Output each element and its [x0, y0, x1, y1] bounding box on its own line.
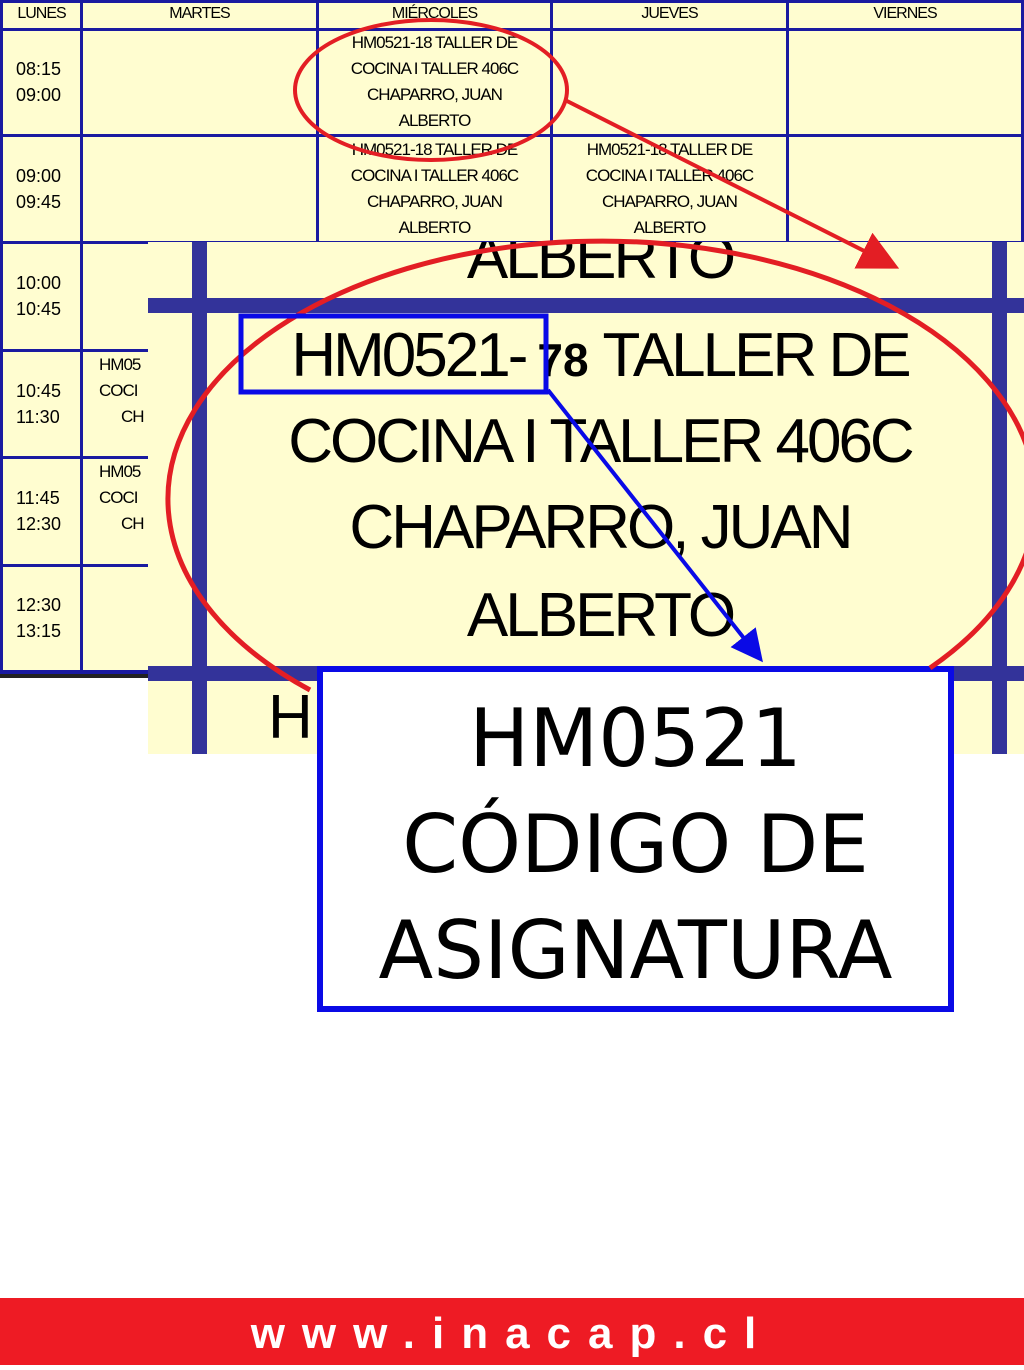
header-lunes: LUNES	[17, 5, 66, 22]
class-entry-martes-1045[interactable]: HM05 COCI CH	[83, 352, 148, 456]
zoom-line-4: ALBERTO	[466, 581, 736, 650]
zoom-top-partial: ALBERTO	[466, 242, 736, 292]
callout-code: HM0521	[469, 692, 802, 785]
zoom-line-2: COCINA I TALLER 406C	[288, 407, 914, 476]
grid-line	[0, 0, 1024, 3]
grid-line	[0, 0, 3, 674]
class-entry-text: HM05 COCI CH	[99, 355, 145, 426]
class-entry-text: HM05 COCI CH	[99, 462, 145, 533]
callout-label-1: CÓDIGO DE	[402, 798, 869, 891]
class-entry-miercoles-0815[interactable]: HM0521-18 TALLER DE COCINA I TALLER 406C…	[350, 33, 519, 130]
zoom-line-1-rest: TALLER DE	[602, 321, 912, 390]
zoom-bottom-partial: H	[268, 683, 313, 752]
zoom-line-3: CHAPARRO, JUAN	[349, 493, 853, 562]
zoom-section: 78	[537, 334, 589, 386]
grid-line	[80, 0, 83, 674]
class-entry-jueves-0900[interactable]: HM0521-18 TALLER DE COCINA I TALLER 406C…	[585, 140, 754, 237]
header-jueves: JUEVES	[641, 5, 698, 22]
footer-url[interactable]: www.inacap.cl	[250, 1309, 774, 1358]
course-code-callout: HM0521 CÓDIGO DE ASIGNATURA	[317, 666, 954, 1012]
class-entry-miercoles-0900[interactable]: HM0521-18 TALLER DE COCINA I TALLER 406C…	[350, 140, 519, 237]
header-miercoles: MIÉRCOLES	[391, 5, 478, 22]
header-martes: MARTES	[169, 5, 230, 22]
footer-bar: www.inacap.cl	[0, 1298, 1024, 1365]
zoom-course-code: HM0521-	[291, 321, 528, 390]
class-entry-martes-1145[interactable]: HM05 COCI CH	[83, 459, 148, 564]
callout-label-2: ASIGNATURA	[378, 904, 893, 997]
header-viernes: VIERNES	[873, 5, 937, 22]
